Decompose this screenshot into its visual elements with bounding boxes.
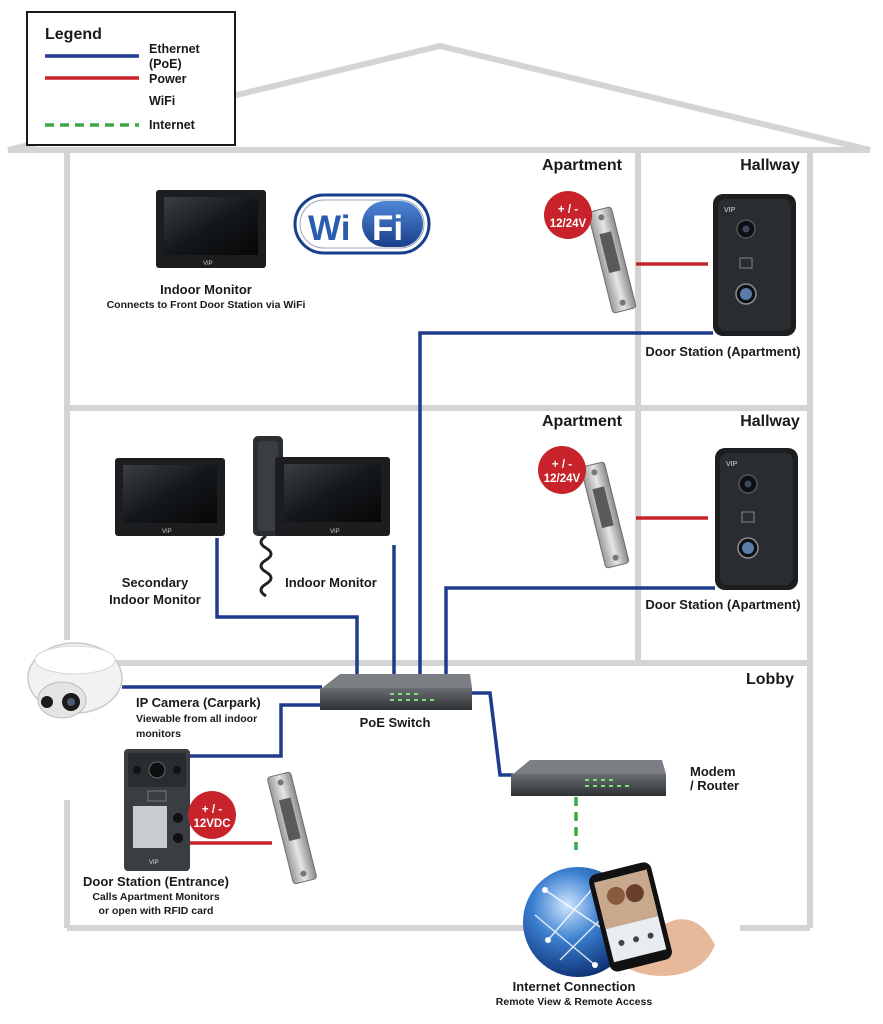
indoor-monitor-top: VIP xyxy=(156,190,266,268)
ip-camera-title: IP Camera (Carpark) xyxy=(136,695,261,710)
room-label-apartment-top: Apartment xyxy=(542,157,623,174)
internet-title: Internet Connection xyxy=(513,979,636,994)
legend-internet-label: Internet xyxy=(149,118,196,132)
brand-logo: VIP xyxy=(162,529,172,535)
modem-title-1: Modem xyxy=(690,764,736,779)
secondary-monitor-title-1: Secondary xyxy=(122,575,189,590)
ethernet-entrance-door-station xyxy=(190,703,322,758)
ip-camera-subtitle-1: Viewable from all indoor xyxy=(136,713,257,725)
room-label-lobby: Lobby xyxy=(746,671,794,688)
brand-logo: VIP xyxy=(330,529,340,535)
ethernet-mid-door-station xyxy=(444,586,715,676)
door-station-entrance-subtitle-2: or open with RFID card xyxy=(99,905,214,917)
legend-title: Legend xyxy=(45,26,102,43)
voltage-badge-mid-line2: 12/24V xyxy=(544,473,581,485)
room-label-hallway-mid: Hallway xyxy=(740,413,800,430)
voltage-badge-top-line2: 12/24V xyxy=(550,218,587,230)
poe-switch xyxy=(320,674,472,710)
door-station-top-title: Door Station (Apartment) xyxy=(645,344,800,359)
monitor-screen xyxy=(164,197,258,255)
brand-logo: VIP xyxy=(726,461,738,468)
door-station-entrance: VIP xyxy=(124,749,190,871)
handset-cord xyxy=(259,534,273,598)
house-walls xyxy=(7,42,871,931)
indoor-monitor-mid: VIP xyxy=(253,436,390,598)
brand-logo: VIP xyxy=(149,860,159,866)
room-label-hallway-top: Hallway xyxy=(740,157,800,174)
door-station-mid-title: Door Station (Apartment) xyxy=(645,597,800,612)
ethernet-secondary-monitor xyxy=(215,538,359,676)
power-cables xyxy=(190,262,708,845)
legend-wifi-label: WiFi xyxy=(149,94,175,108)
door-strike-lobby xyxy=(267,771,317,885)
legend-power-label: Power xyxy=(149,72,187,86)
voltage-badge-lobby-line1: + / - xyxy=(202,804,222,816)
modem-title-2: / Router xyxy=(690,778,739,793)
ip-camera-subtitle-2: monitors xyxy=(136,728,181,740)
wifi-logo-wi: Wi xyxy=(308,209,350,248)
voltage-badge-top-line1: + / - xyxy=(558,204,578,216)
door-station-mid: VIP xyxy=(715,448,798,590)
voltage-badge-lobby-line2: 12VDC xyxy=(193,818,230,830)
door-strike-top xyxy=(587,206,637,314)
indoor-monitor-top-title: Indoor Monitor xyxy=(160,282,252,297)
indoor-monitor-top-subtitle: Connects to Front Door Station via WiFi xyxy=(107,299,306,311)
brand-logo: VIP xyxy=(203,261,213,267)
voltage-badge-top: + / - 12/24V xyxy=(544,191,592,239)
legend-ethernet-label: Ethernet xyxy=(149,42,201,56)
smartphone xyxy=(589,862,715,976)
ip-camera xyxy=(27,642,123,719)
door-station-entrance-title: Door Station (Entrance) xyxy=(83,874,229,889)
room-label-apartment-mid: Apartment xyxy=(542,413,623,430)
ethernet-modem xyxy=(472,691,513,777)
door-strike-mid xyxy=(580,461,630,569)
secondary-monitor-title-2: Indoor Monitor xyxy=(109,592,201,607)
ethernet-cables xyxy=(122,331,715,777)
indoor-monitor-mid-title: Indoor Monitor xyxy=(285,575,377,590)
voltage-badge-mid-line1: + / - xyxy=(552,459,572,471)
voltage-badge-mid: + / - 12/24V xyxy=(538,446,586,494)
legend: Legend Ethernet (PoE) Power WiFi Interne… xyxy=(26,11,236,146)
modem-router xyxy=(511,760,666,796)
wifi-logo-fi: Fi xyxy=(372,209,403,248)
door-station-entrance-subtitle-1: Calls Apartment Monitors xyxy=(92,891,220,903)
wifi-logo: Wi Fi xyxy=(293,193,431,255)
poe-switch-title: PoE Switch xyxy=(360,715,431,730)
voltage-badge-lobby: + / - 12VDC xyxy=(188,791,236,839)
legend-ethernet-label-2: (PoE) xyxy=(149,57,182,71)
secondary-indoor-monitor: VIP xyxy=(115,458,225,536)
brand-logo: VIP xyxy=(724,207,736,214)
ethernet-top-door-station xyxy=(418,331,713,676)
internet-subtitle: Remote View & Remote Access xyxy=(496,996,653,1008)
door-station-top: VIP xyxy=(713,194,796,336)
wifi-logo-fi-bg xyxy=(362,201,423,247)
